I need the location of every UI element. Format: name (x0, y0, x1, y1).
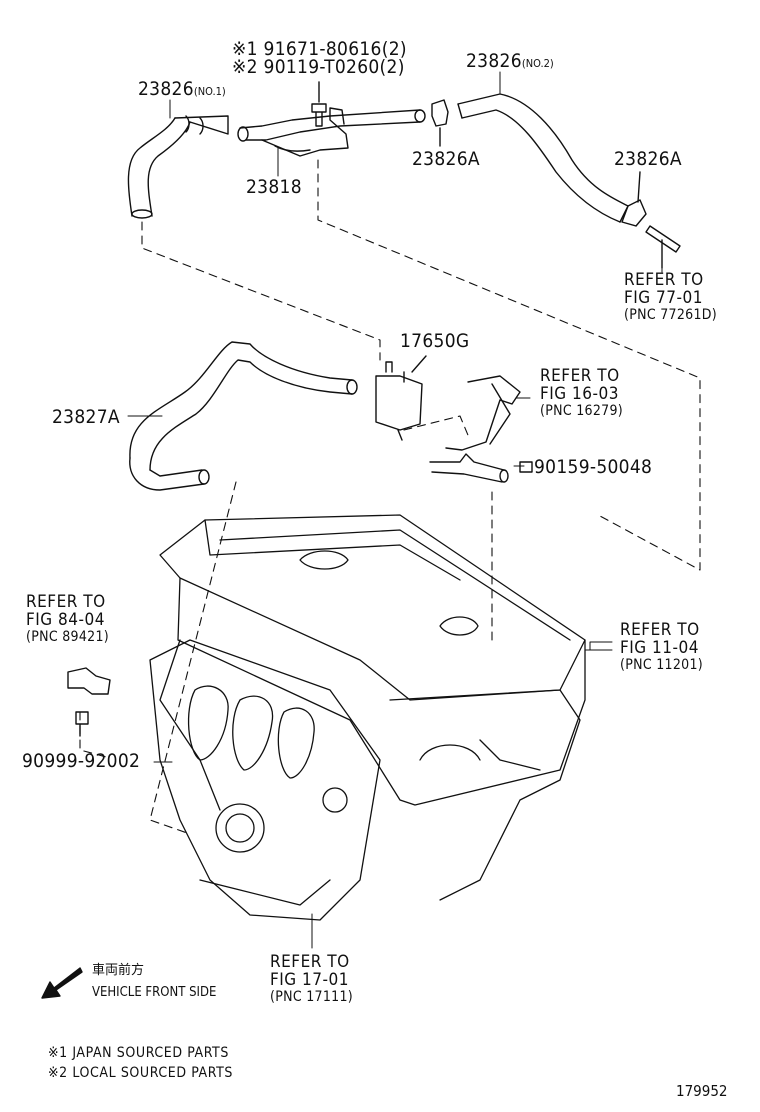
bolt-note-2: ※2 90119-T0260(2) (232, 56, 405, 78)
engine-assembly (149, 514, 586, 921)
label-23818[interactable]: 23818 (246, 176, 302, 198)
arrow-icon (41, 967, 83, 999)
label-17650g[interactable]: 17650G (400, 330, 470, 352)
label-23827a[interactable]: 23827A (52, 406, 120, 428)
label-23826a-1[interactable]: 23826A (412, 148, 480, 170)
hose-23826-no1[interactable] (127, 115, 229, 219)
ref-fig-77-01[interactable]: REFER TO FIG 77-01 (PNC 77261D) (624, 270, 718, 323)
label-90999-92002[interactable]: 90999-92002 (22, 750, 141, 772)
ref-fig-11-04[interactable]: REFER TO FIG 11-04 (PNC 11201) (620, 620, 704, 673)
clip-23826a-2[interactable] (621, 171, 681, 269)
pipe-23818[interactable] (237, 107, 426, 157)
label-23826a-2[interactable]: 23826A (614, 148, 682, 170)
bolt-note-1: ※1 91671-80616(2) (232, 38, 407, 60)
bolt-icon[interactable] (311, 81, 327, 127)
label-23826-no2[interactable]: 23826(NO.2) (466, 50, 554, 72)
ref-fig-17-01[interactable]: REFER TO FIG 17-01 (PNC 17111) (270, 952, 354, 1005)
direction-en: VEHICLE FRONT SIDE (92, 985, 217, 1000)
dashed-leaders (79, 159, 701, 835)
note-local: ※2 LOCAL SOURCED PARTS (48, 1065, 233, 1081)
direction-jp: 車両前方 (92, 963, 145, 978)
clip-23826a-1[interactable] (431, 99, 449, 147)
figure-id: 179952 (676, 1082, 728, 1100)
ref-fig-84-04[interactable]: REFER TO FIG 84-04 (PNC 89421) (26, 592, 110, 645)
hose-23826-no2[interactable] (457, 93, 629, 223)
hose-23827a[interactable] (129, 341, 358, 491)
valve-17650g[interactable] (375, 355, 427, 441)
leader-lines (127, 71, 663, 949)
bracket-assembly[interactable] (429, 375, 533, 483)
sensor-assembly[interactable] (67, 667, 111, 737)
note-japan: ※1 JAPAN SOURCED PARTS (48, 1045, 229, 1061)
label-23826-no1[interactable]: 23826(NO.1) (138, 78, 226, 100)
label-90159-50048[interactable]: 90159-50048 (534, 456, 653, 478)
ref-fig-16-03[interactable]: REFER TO FIG 16-03 (PNC 16279) (540, 366, 624, 419)
